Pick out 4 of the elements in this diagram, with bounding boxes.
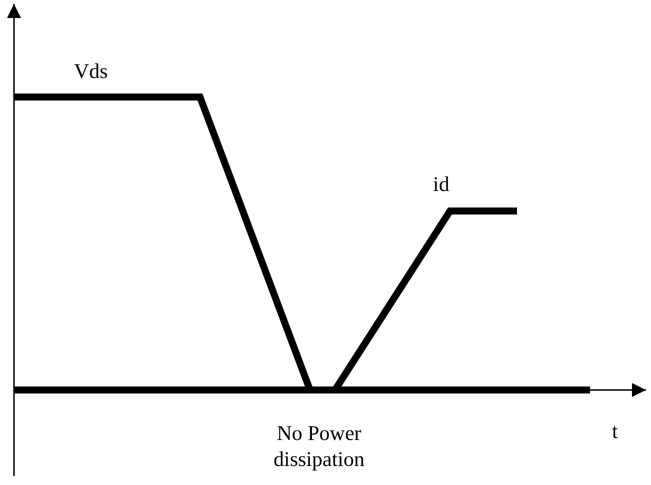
waveform-label: id xyxy=(433,171,450,198)
waveform-label: Vds xyxy=(74,58,108,84)
annotation-text: No Power dissipation xyxy=(272,420,366,472)
axis-label: t xyxy=(612,418,618,444)
